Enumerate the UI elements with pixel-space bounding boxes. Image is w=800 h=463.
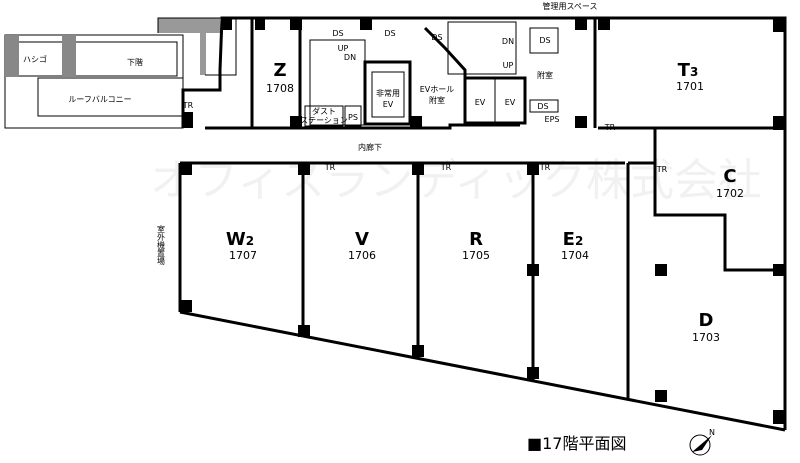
tr-label: TR: [182, 101, 194, 110]
svg-text:C: C: [723, 166, 736, 187]
walls: [178, 16, 787, 432]
tr-label: TR: [656, 165, 668, 174]
core-labels: DS DS DS DS DS UP DN DN UP 非常用 EV EVホール …: [157, 1, 668, 266]
svg-text:1704: 1704: [561, 249, 589, 262]
ev-label: EV: [475, 98, 486, 107]
tr-label: TR: [440, 163, 452, 172]
lower-floor-label: 下階: [127, 57, 143, 67]
dn-label: DN: [344, 53, 356, 62]
roof-balcony-label: ルーフバルコニー: [68, 95, 131, 104]
svg-text:1708: 1708: [266, 82, 294, 95]
ladder-label: ハシゴ: [23, 54, 47, 64]
ds-label: DS: [539, 36, 550, 45]
dn-label: DN: [502, 37, 514, 46]
outdoor-unit-label: 室外機置場: [157, 224, 166, 266]
room-w2[interactable]: W2 1707: [226, 229, 257, 262]
columns: [180, 18, 785, 424]
tr-label: TR: [324, 163, 336, 172]
svg-text:R: R: [469, 229, 483, 250]
svg-text:1705: 1705: [462, 249, 490, 262]
room-e2[interactable]: E2 1704: [561, 229, 589, 262]
room-c[interactable]: C 1702: [716, 166, 744, 200]
roof-balcony: ハシゴ 下階 ルーフバルコニー: [4, 17, 237, 129]
room-z[interactable]: Z 1708: [266, 60, 294, 95]
ds-label: DS: [431, 33, 442, 42]
inner-corridor-label: 内廊下: [358, 142, 382, 152]
room-d[interactable]: D 1703: [692, 310, 720, 344]
svg-text:D: D: [699, 310, 714, 331]
emergency-ev-label: 非常用: [376, 88, 400, 98]
floor-plan-title: ■17階平面図: [527, 434, 626, 453]
room-t3[interactable]: T3 1701: [676, 60, 704, 93]
svg-text:1703: 1703: [692, 331, 720, 344]
up-label: UP: [338, 44, 349, 53]
ev-label: EV: [505, 98, 516, 107]
ds-label: DS: [332, 29, 343, 38]
dust-station-label-2: ステーション: [300, 116, 348, 125]
svg-text:1707: 1707: [229, 249, 257, 262]
ps-label: PS: [348, 113, 358, 122]
svg-text:W2: W2: [226, 229, 254, 250]
svg-text:V: V: [355, 229, 369, 250]
dust-station-label: ダスト: [312, 106, 336, 116]
svg-text:N: N: [709, 428, 715, 437]
mgmt-space-label: 管理用スペース: [542, 1, 597, 11]
annex-label: 附室: [537, 70, 553, 80]
up-label: UP: [503, 61, 514, 70]
svg-text:T3: T3: [678, 60, 699, 81]
emergency-ev-label-2: EV: [383, 100, 394, 109]
room-r[interactable]: R 1705: [462, 229, 490, 262]
tr-label: TR: [539, 163, 551, 172]
tr-label: TR: [604, 123, 616, 132]
svg-text:E2: E2: [563, 229, 584, 250]
ev-hall-label: EVホール: [420, 85, 455, 94]
svg-text:Z: Z: [273, 60, 286, 81]
eps-label: EPS: [545, 115, 560, 124]
svg-text:1702: 1702: [716, 187, 744, 200]
svg-text:1701: 1701: [676, 80, 704, 93]
north-arrow-icon: N: [689, 428, 715, 456]
ds-label: DS: [537, 102, 548, 111]
ds-label: DS: [384, 29, 395, 38]
ev-hall-annex-label: 附室: [429, 95, 445, 105]
svg-text:1706: 1706: [348, 249, 376, 262]
room-v[interactable]: V 1706: [348, 229, 376, 262]
